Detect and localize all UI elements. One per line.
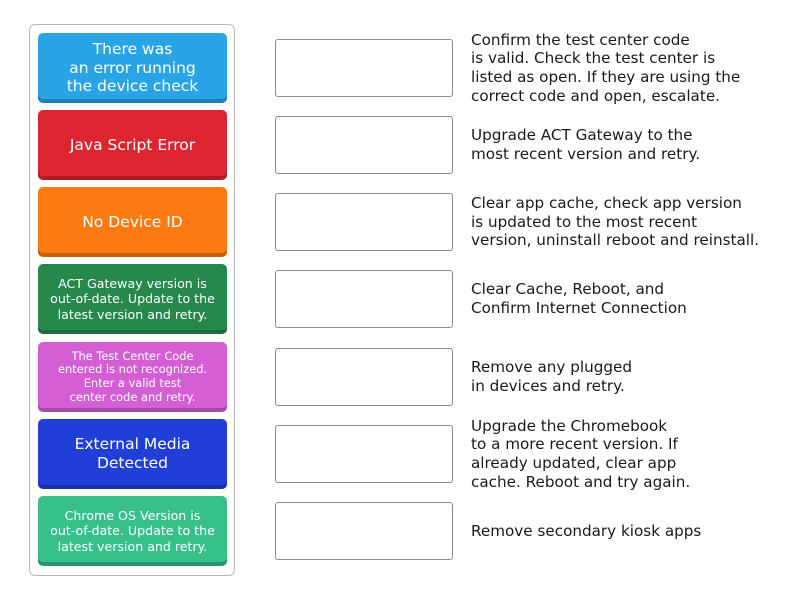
drop-slot[interactable] <box>275 270 453 328</box>
drop-slot[interactable] <box>275 502 453 560</box>
description-text: Clear Cache, Reboot, and Confirm Interne… <box>471 280 687 317</box>
description-text: Remove secondary kiosk apps <box>471 521 702 540</box>
description-text: Clear app cache, check app version is up… <box>471 194 760 250</box>
description-text: Remove any plugged in devices and retry. <box>471 358 632 395</box>
drop-slot[interactable] <box>275 425 453 483</box>
answer-tile[interactable]: No Device ID <box>38 187 227 257</box>
drop-slot[interactable] <box>275 193 453 251</box>
answer-tile[interactable]: External Media Detected <box>38 419 227 489</box>
description-text: Upgrade ACT Gateway to the most recent v… <box>471 126 701 163</box>
drop-slot[interactable] <box>275 39 453 97</box>
drop-slot[interactable] <box>275 116 453 174</box>
answer-tile[interactable]: There was an error running the device ch… <box>38 33 227 103</box>
answer-tile[interactable]: Chrome OS Version is out-of-date. Update… <box>38 496 227 566</box>
description-text: Upgrade the Chromebook to a more recent … <box>471 416 691 491</box>
drop-slot[interactable] <box>275 348 453 406</box>
answer-tile[interactable]: ACT Gateway version is out-of-date. Upda… <box>38 264 227 334</box>
description-text: Confirm the test center code is valid. C… <box>471 30 741 105</box>
answer-tile[interactable]: The Test Center Code entered is not reco… <box>38 342 227 412</box>
answer-tile[interactable]: Java Script Error <box>38 110 227 180</box>
